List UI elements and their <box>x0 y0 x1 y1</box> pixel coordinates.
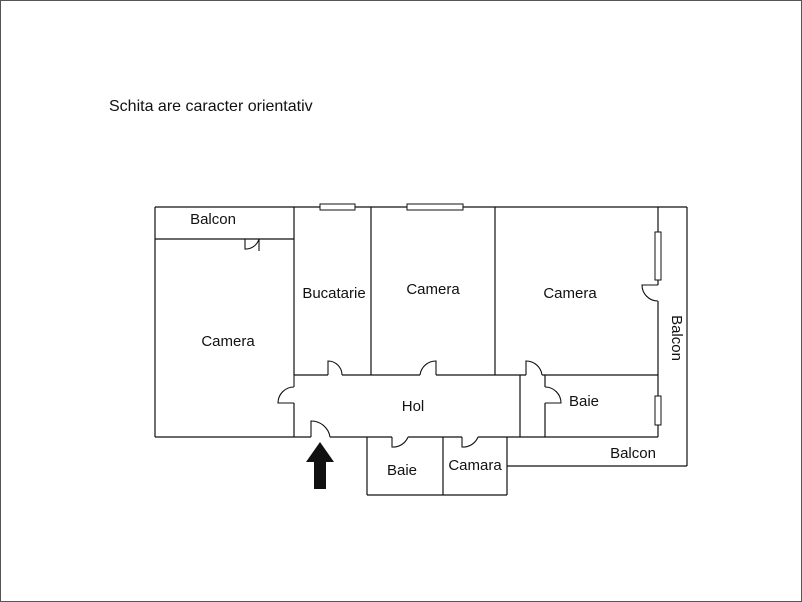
doors <box>244 238 659 448</box>
window-camera-middle <box>406 203 464 211</box>
door-camera-middle <box>419 360 437 376</box>
label-camera-left: Camera <box>201 333 255 350</box>
windows <box>319 203 662 426</box>
up-arrow-icon <box>306 442 334 489</box>
label-balcon-bottom: Balcon <box>610 445 656 462</box>
door-baie-bottom <box>391 436 409 448</box>
label-camera-middle: Camera <box>406 281 460 298</box>
window-camera-right <box>654 231 662 281</box>
label-balcon-top: Balcon <box>190 211 236 228</box>
door-bucatarie <box>327 360 343 376</box>
window-bucatarie <box>319 203 356 211</box>
door-camera-right <box>525 360 543 376</box>
disclaimer-note: Schita are caracter orientativ <box>109 98 313 115</box>
door-balcon-side <box>641 284 659 302</box>
door-entrance <box>310 420 331 438</box>
label-hol: Hol <box>402 398 425 415</box>
door-camara <box>461 436 479 448</box>
label-camara: Camara <box>448 457 502 474</box>
door-balcon-top <box>244 238 260 251</box>
label-camera-right: Camera <box>543 285 597 302</box>
door-hol-left <box>277 375 295 404</box>
label-bucatarie: Bucatarie <box>302 285 365 302</box>
window-baie-right <box>654 395 662 426</box>
walls <box>154 206 688 496</box>
label-baie-right: Baie <box>569 393 599 410</box>
label-baie-bottom: Baie <box>387 462 417 479</box>
label-balcon-side: Balcon <box>668 315 685 361</box>
door-baie-right <box>544 386 562 404</box>
